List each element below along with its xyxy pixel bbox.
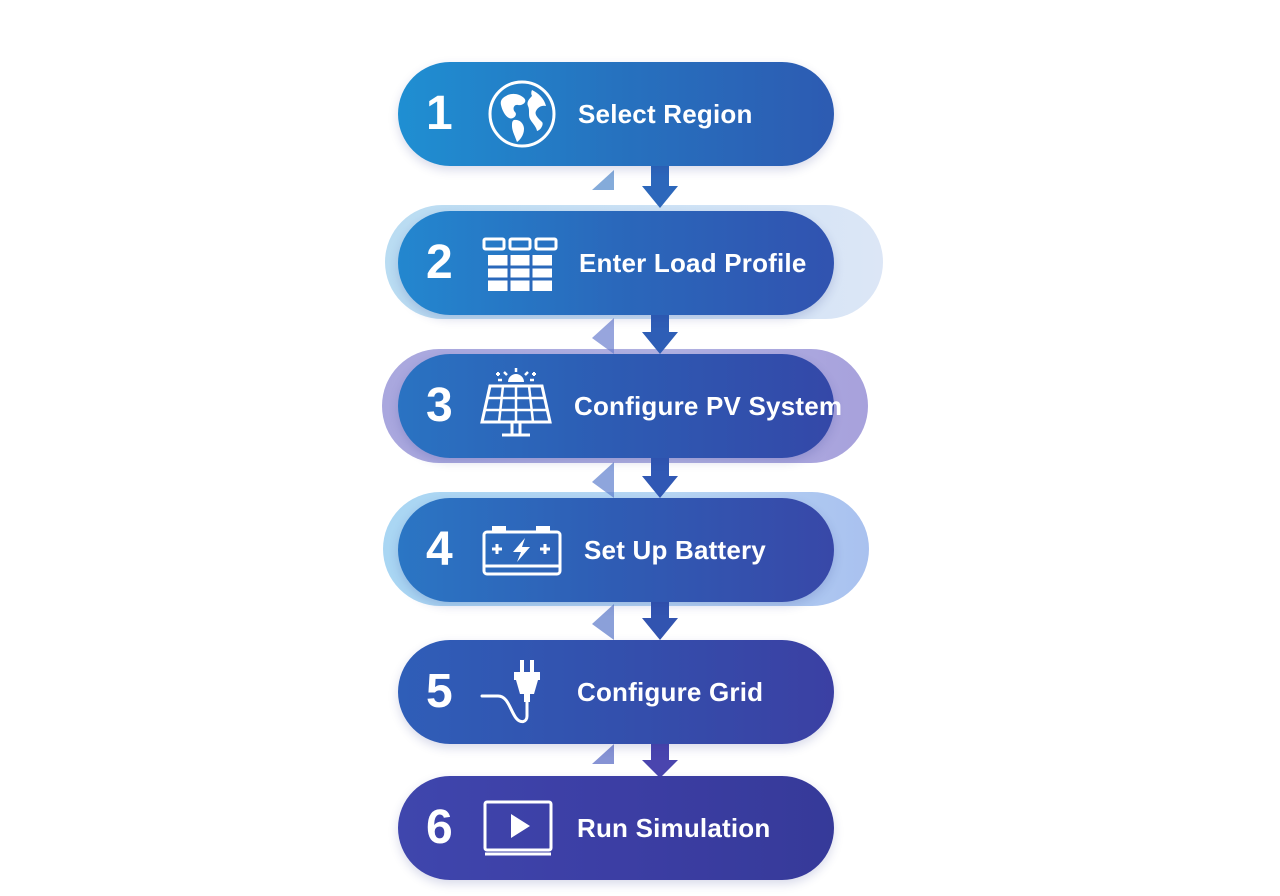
step-5-configure-grid[interactable]: 5 Configure Grid — [398, 640, 834, 744]
connector-arrow-5 — [592, 740, 692, 786]
connector-arrow-2 — [592, 312, 692, 358]
plug-icon — [480, 654, 552, 730]
step-number: 4 — [426, 523, 453, 576]
step-4-set-up-battery[interactable]: 4 Set Up Battery — [398, 498, 834, 602]
step-label: Enter Load Profile — [579, 248, 807, 278]
step-number: 3 — [426, 379, 453, 432]
step-3-configure-pv-system[interactable]: 3 — [398, 354, 842, 458]
connector-arrow-1 — [592, 166, 692, 212]
globe-icon — [484, 76, 560, 152]
connector-arrow-4 — [592, 598, 692, 644]
step-number: 2 — [426, 236, 453, 289]
table-grid-icon — [482, 225, 558, 301]
step-1-select-region[interactable]: 1 Select Region — [398, 62, 834, 166]
step-label: Select Region — [578, 99, 753, 129]
step-6-run-simulation[interactable]: 6 Run Simulation — [398, 776, 834, 880]
step-2-enter-load-profile[interactable]: 2 Enter Load Profile — [398, 211, 834, 315]
connector-arrow-3 — [592, 456, 692, 502]
battery-icon — [480, 512, 566, 588]
play-screen-icon — [482, 790, 554, 866]
solar-panel-icon — [476, 368, 556, 444]
step-label: Configure Grid — [577, 677, 764, 707]
step-label: Set Up Battery — [584, 535, 766, 565]
step-label: Run Simulation — [577, 813, 771, 843]
step-label: Configure PV System — [574, 391, 843, 421]
step-number: 6 — [426, 801, 453, 854]
step-number: 1 — [426, 87, 453, 140]
step-number: 5 — [426, 665, 453, 718]
